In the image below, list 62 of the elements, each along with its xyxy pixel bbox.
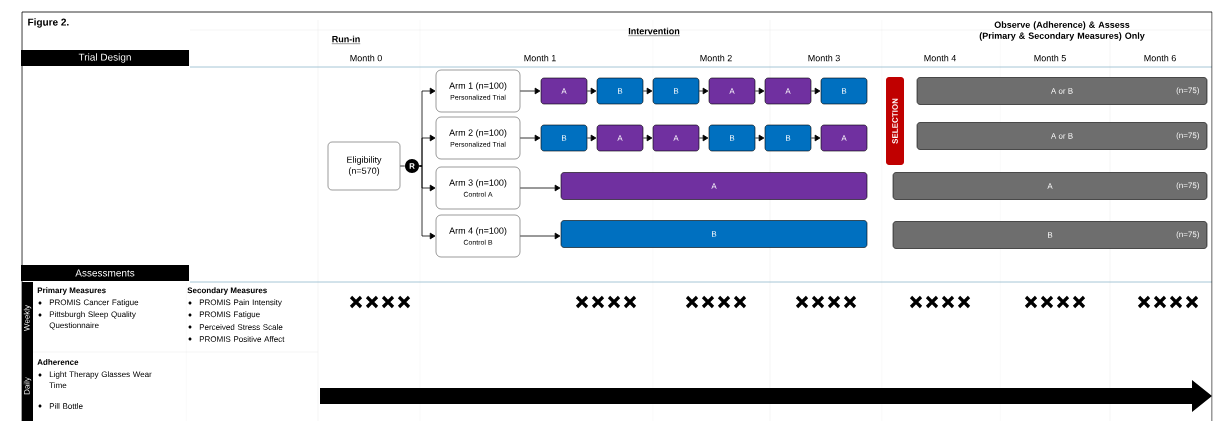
section-heading: Intervention bbox=[628, 27, 680, 36]
treatment-bar: A bbox=[652, 124, 700, 152]
arrow bbox=[418, 165, 436, 240]
arrow bbox=[642, 134, 653, 142]
list-heading: Primary Measures bbox=[37, 287, 106, 295]
treatment-bar: A bbox=[540, 77, 588, 105]
section-heading: Run-in bbox=[331, 35, 361, 44]
treatment-bar: B bbox=[708, 124, 756, 152]
arrow bbox=[698, 87, 709, 95]
treatment-bar: B bbox=[560, 220, 868, 248]
month-label: Month 4 bbox=[924, 54, 956, 62]
figure-title: Figure 2. bbox=[28, 18, 69, 28]
treatment-bar: B bbox=[596, 77, 644, 105]
list-item: PROMIS Fatigue bbox=[199, 311, 260, 319]
list-item: Pill Bottle bbox=[49, 403, 83, 409]
observation-bar: A or B (n=75) bbox=[916, 77, 1208, 105]
arrow bbox=[519, 134, 541, 142]
treatment-bar: B bbox=[540, 124, 588, 152]
observation-bar: A (n=75) bbox=[892, 172, 1208, 200]
treatment-bar: B bbox=[764, 124, 812, 152]
treatment-bar: A bbox=[708, 77, 756, 105]
list-item: PROMIS Pain Intensity bbox=[199, 299, 282, 307]
arrow bbox=[698, 134, 709, 142]
row-label: Daily bbox=[23, 377, 32, 395]
arrow bbox=[810, 134, 821, 142]
month-label: Month 6 bbox=[1144, 54, 1176, 62]
list-heading: Adherence bbox=[37, 359, 79, 365]
row-label: Weekly bbox=[23, 305, 32, 331]
process-box: Eligibility (n=570) bbox=[327, 141, 401, 191]
treatment-bar: B bbox=[820, 77, 868, 105]
month-label: Month 2 bbox=[700, 54, 732, 62]
observation-bar: B (n=75) bbox=[892, 221, 1208, 249]
month-label: Month 3 bbox=[808, 54, 840, 62]
list-item: PROMIS Cancer Fatigue bbox=[49, 299, 139, 307]
list-item: Light Therapy Glasses Wear Time bbox=[49, 371, 152, 389]
treatment-bar: A bbox=[596, 124, 644, 152]
list-item: Perceived Stress Scale bbox=[199, 324, 283, 330]
arrow bbox=[519, 184, 561, 192]
arrow bbox=[810, 87, 821, 95]
arrow bbox=[754, 87, 765, 95]
arrow bbox=[586, 134, 597, 142]
observation-bar: A or B (n=75) bbox=[916, 122, 1208, 150]
treatment-bar: A bbox=[764, 77, 812, 105]
header-bar: Trial Design bbox=[21, 50, 189, 66]
selection-bar: SELECTION bbox=[886, 77, 904, 165]
treatment-bar: A bbox=[820, 124, 868, 152]
month-label: Month 0 bbox=[350, 54, 382, 62]
list-heading: Secondary Measures bbox=[187, 287, 267, 295]
arrow bbox=[754, 134, 765, 142]
treatment-bar: B bbox=[652, 77, 700, 105]
arrow bbox=[519, 87, 541, 95]
arrow bbox=[586, 87, 597, 95]
list-item: PROMIS Positive Affect bbox=[199, 336, 285, 342]
arrow bbox=[642, 87, 653, 95]
arrow bbox=[519, 232, 561, 240]
treatment-bar: A bbox=[560, 172, 868, 200]
month-label: Month 1 bbox=[524, 54, 556, 62]
header-bar: Assessments bbox=[21, 265, 189, 281]
section-heading: Observe (Adherence) & Assess (Primary & Secondary Measures) Only bbox=[979, 21, 1145, 41]
arrow bbox=[418, 134, 436, 167]
list-item: Pittsburgh Sleep Quality Questionnaire bbox=[49, 311, 136, 330]
month-label: Month 5 bbox=[1034, 54, 1066, 62]
